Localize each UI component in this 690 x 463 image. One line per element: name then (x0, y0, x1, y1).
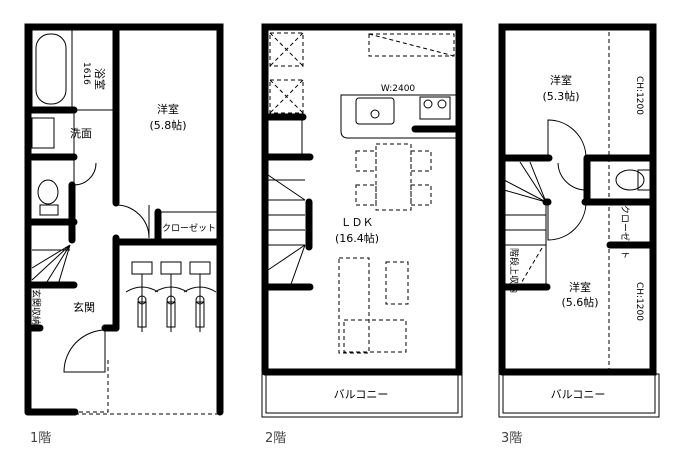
room-size-western: (5.8帖) (149, 119, 186, 132)
door-swing (115, 204, 150, 239)
room-label-bath: 浴室 (93, 68, 107, 90)
floor-label-1: 1階 (30, 431, 51, 446)
sink-icon (355, 97, 395, 125)
room-label-stair-storage: 階段上収納 (508, 248, 520, 293)
bathtub-icon (31, 29, 73, 109)
floor-3-plan: 洋室 (5.3帖) CH:1200 クローゼット 階段上収納 洋室 (5.6帖)… (498, 23, 660, 446)
room-label-balcony: バルコニー (551, 388, 606, 401)
sofa-icon (338, 257, 409, 354)
room-label-western: 洋室 (157, 102, 179, 116)
ceiling-height-b: CH:1200 (634, 282, 644, 321)
stairs-icon (31, 244, 71, 286)
kitchen-width-label: W:2400 (381, 84, 416, 94)
stairs-icon (267, 174, 306, 288)
room-size-western-a: (5.3帖) (542, 90, 579, 103)
room-label-ldk: ＬＤＫ (341, 216, 374, 229)
toilet-icon (37, 179, 59, 216)
bicycle-icons (125, 261, 217, 332)
floor-2-walls (261, 23, 463, 376)
stove-icon (419, 96, 451, 120)
skylight-icons (269, 32, 455, 114)
room-label-closet: クローゼット (619, 205, 631, 259)
room-label-washroom: 洗面 (70, 127, 92, 140)
sink-icon (31, 117, 55, 149)
room-size-ldk: (16.4帖) (335, 232, 379, 245)
stairs-icon (503, 161, 547, 231)
floor-1-walls (24, 23, 224, 416)
toilet-icon (615, 169, 651, 191)
room-label-western-a: 洋室 (550, 73, 572, 87)
floor-1-plan: 浴室 1616 洋室 (5.8帖) 洗面 クローゼット 玄関 玄関収納 1階 (24, 23, 224, 446)
room-label-entrance: 玄関 (73, 300, 95, 314)
kitchen-counter (340, 94, 459, 139)
door-swing (547, 119, 587, 159)
ceiling-height-a: CH:1200 (634, 76, 644, 115)
room-size-bath: 1616 (81, 62, 91, 85)
door-swing (73, 160, 97, 186)
room-label-entrance-storage: 玄関収納 (30, 289, 42, 325)
entrance-door-swing (63, 329, 106, 373)
door-swing (557, 162, 587, 191)
room-label-western-b: 洋室 (569, 280, 591, 294)
door-swing (547, 201, 587, 241)
floor-label-3: 3階 (501, 431, 522, 446)
dining-table-icon (355, 143, 432, 211)
floor-2-plan: W:2400 ＬＤＫ (16.4帖) バルコニー 2階 (261, 23, 463, 446)
floor-label-2: 2階 (265, 431, 286, 446)
room-size-western-b: (5.6帖) (561, 296, 598, 309)
room-label-balcony: バルコニー (334, 388, 389, 401)
room-label-closet: クローゼット (162, 222, 216, 234)
floor-3-walls (498, 23, 657, 376)
